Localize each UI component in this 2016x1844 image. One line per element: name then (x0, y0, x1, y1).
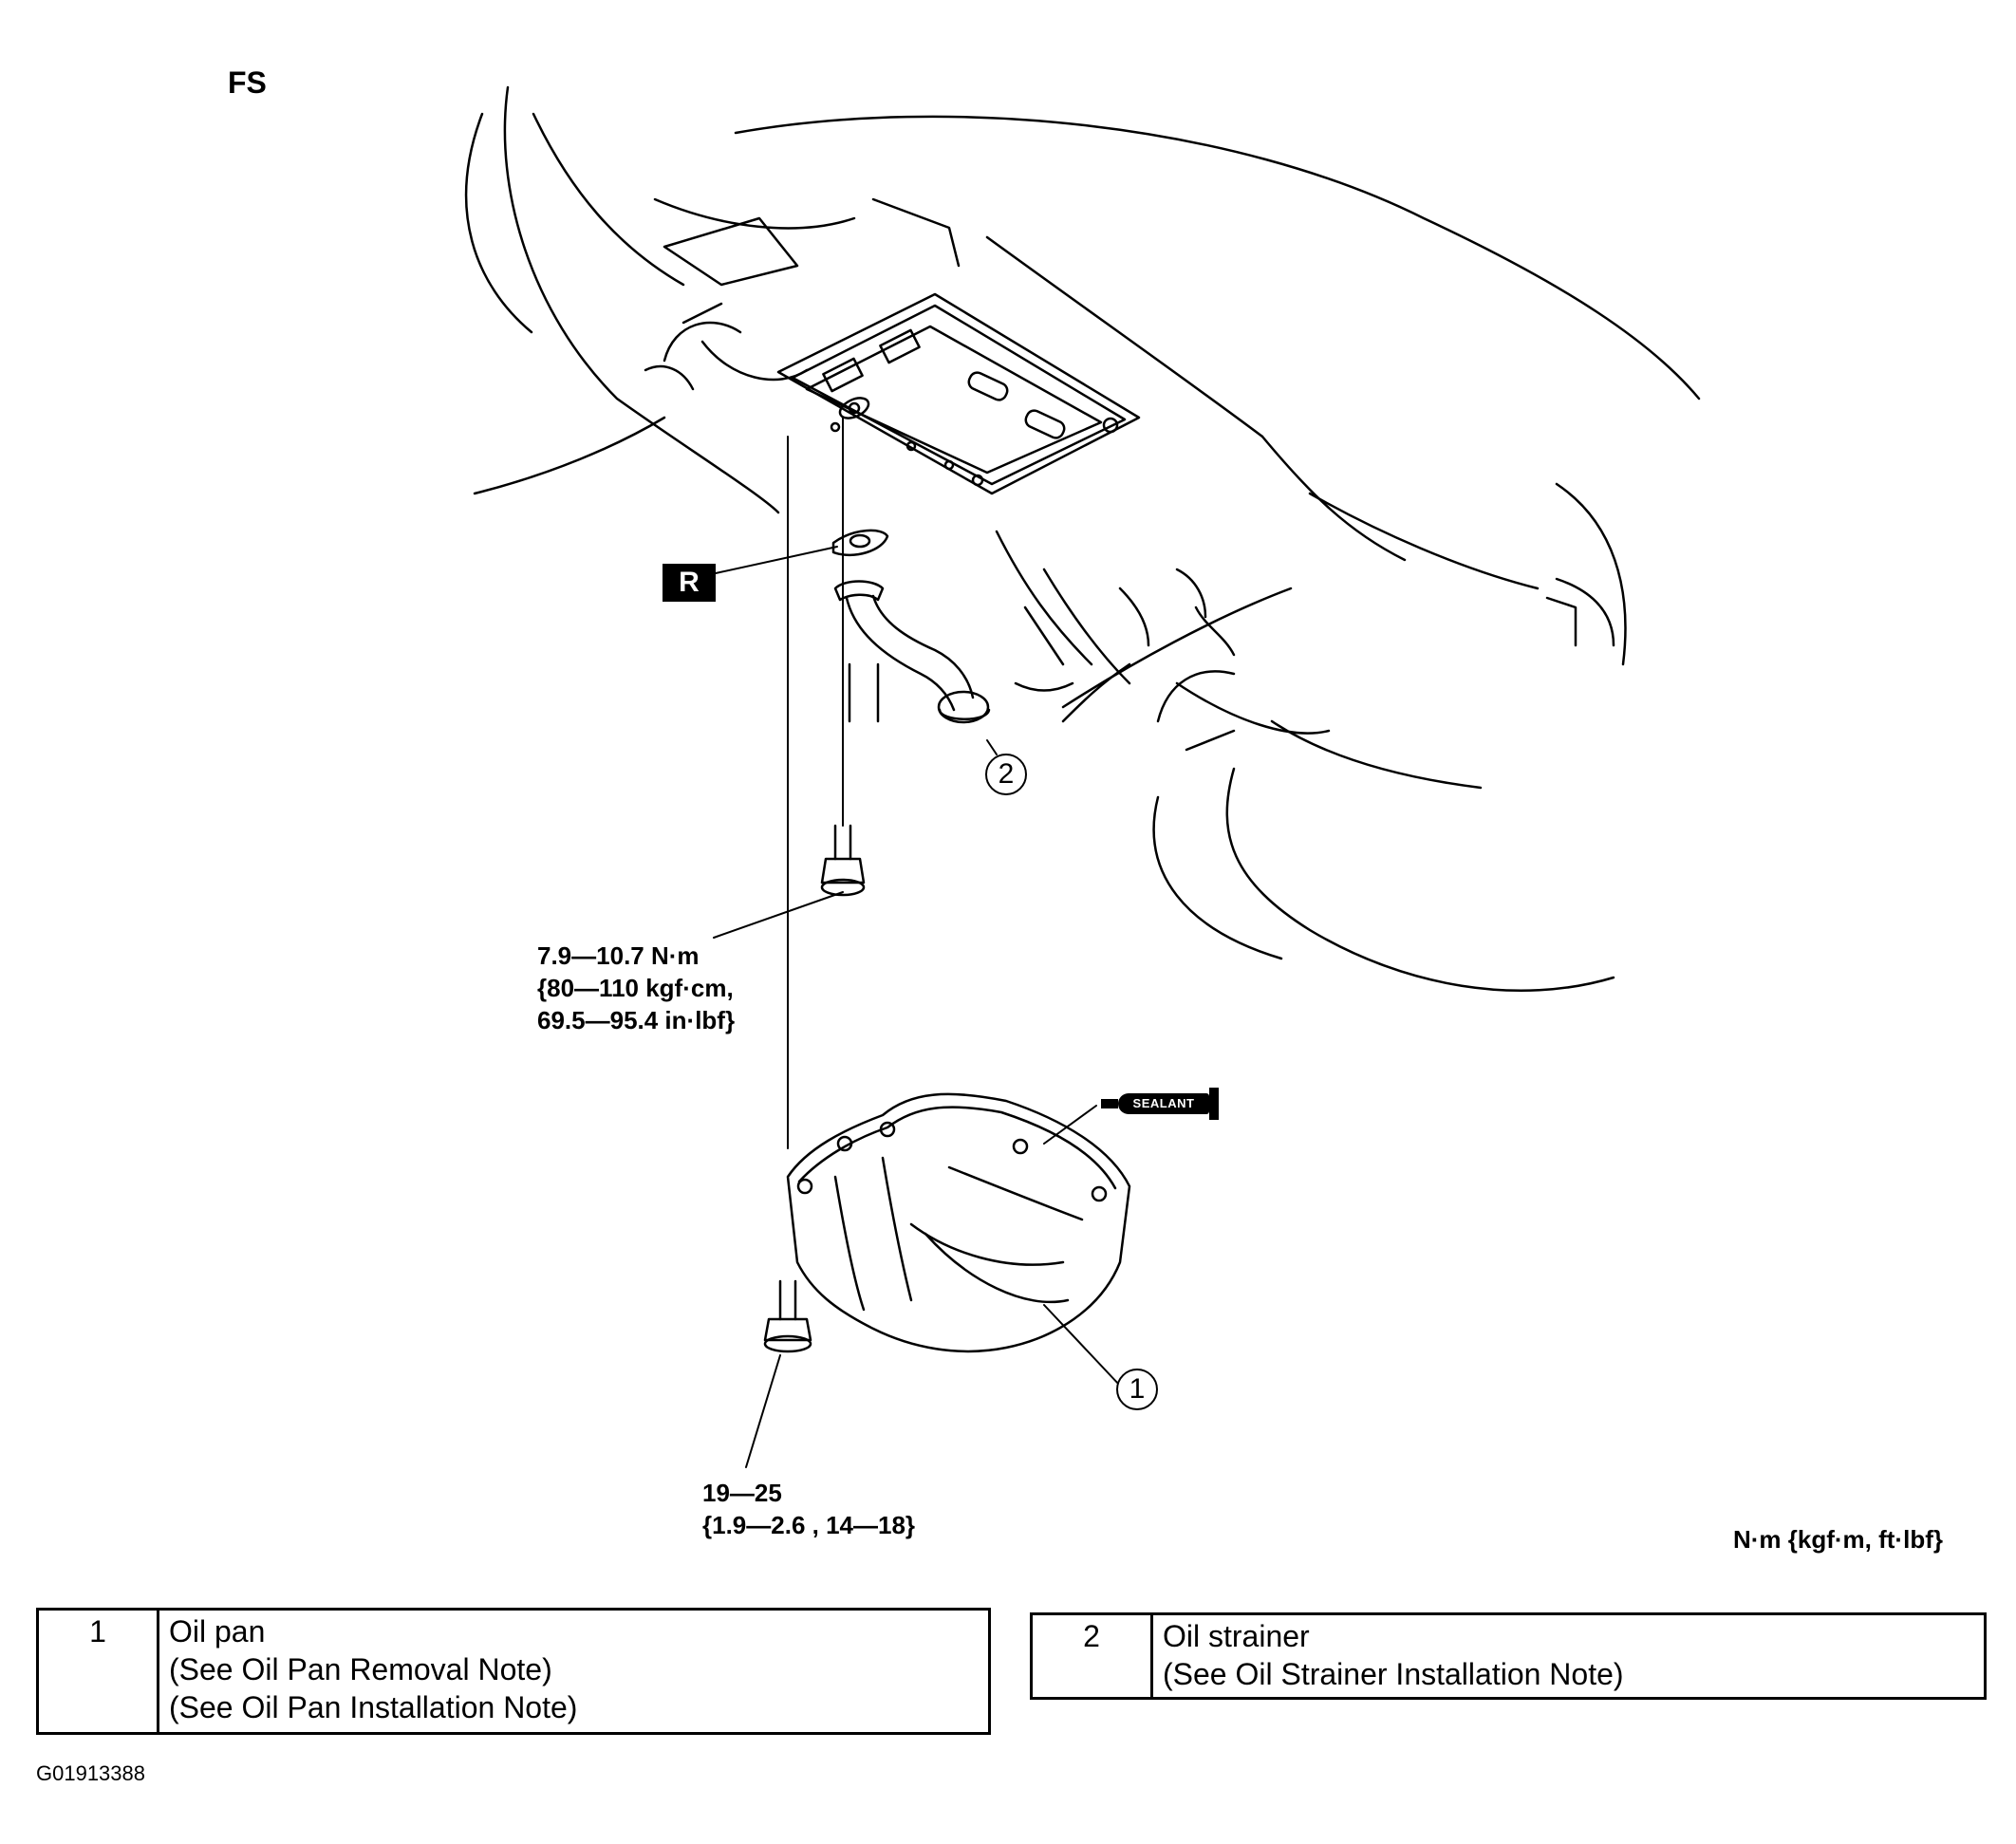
callout-2: 2 (985, 754, 1027, 795)
legend-line: (See Oil Pan Removal Note) (169, 1652, 552, 1686)
engine-block-outline (464, 85, 1701, 993)
legend-line: Oil pan (169, 1614, 266, 1648)
pan-bolt-torque-spec: 19—25 {1.9—2.6 , 14—18} (702, 1477, 915, 1541)
strainer-torque-line-1: 7.9—10.7 N·m (537, 941, 700, 970)
leader-lines (713, 546, 1121, 1468)
legend-table-2: 2 Oil strainer (See Oil Strainer Install… (1030, 1612, 1987, 1700)
sealant-tube-tip (1101, 1099, 1118, 1108)
sealant-tube-cap (1209, 1088, 1219, 1120)
legend-description: Oil pan (See Oil Pan Removal Note) (See … (157, 1608, 991, 1735)
legend-number: 1 (36, 1608, 159, 1735)
pan-torque-line-2: {1.9—2.6 , 14—18} (702, 1511, 916, 1539)
legend-row: 1 Oil pan (See Oil Pan Removal Note) (Se… (36, 1608, 991, 1735)
legend-description: Oil strainer (See Oil Strainer Installat… (1150, 1612, 1987, 1700)
legend-line: (See Oil Pan Installation Note) (169, 1690, 578, 1724)
legend-row: 2 Oil strainer (See Oil Strainer Install… (1030, 1612, 1987, 1700)
replace-part-tag: R (663, 564, 716, 602)
strainer-torque-line-3: 69.5—95.4 in·lbf} (537, 1006, 736, 1034)
legend-line: (See Oil Strainer Installation Note) (1163, 1657, 1624, 1691)
strainer-torque-line-2: {80—110 kgf·cm, (537, 974, 734, 1002)
block-mating-surface (776, 292, 1141, 495)
strainer-bolt (820, 824, 866, 897)
legend-table-1: 1 Oil pan (See Oil Pan Removal Note) (Se… (36, 1608, 991, 1735)
oil-pan-bolt (763, 1279, 812, 1353)
sealant-tag: SEALANT (1118, 1093, 1209, 1114)
legend-line: Oil strainer (1163, 1619, 1310, 1653)
oil-strainer-part (833, 580, 991, 724)
strainer-bolt-torque-spec: 7.9—10.7 N·m {80—110 kgf·cm, 69.5—95.4 i… (537, 940, 735, 1036)
oil-pan-part (786, 1092, 1131, 1353)
torque-units-label: N·m {kgf·m, ft·lbf} (1733, 1525, 1943, 1554)
callout-1: 1 (1116, 1369, 1158, 1410)
legend-number: 2 (1030, 1612, 1153, 1700)
engine-code-label: FS (228, 65, 267, 100)
strainer-gasket (831, 529, 889, 557)
pan-torque-line-1: 19—25 (702, 1479, 782, 1507)
figure-id: G01913388 (36, 1761, 145, 1785)
